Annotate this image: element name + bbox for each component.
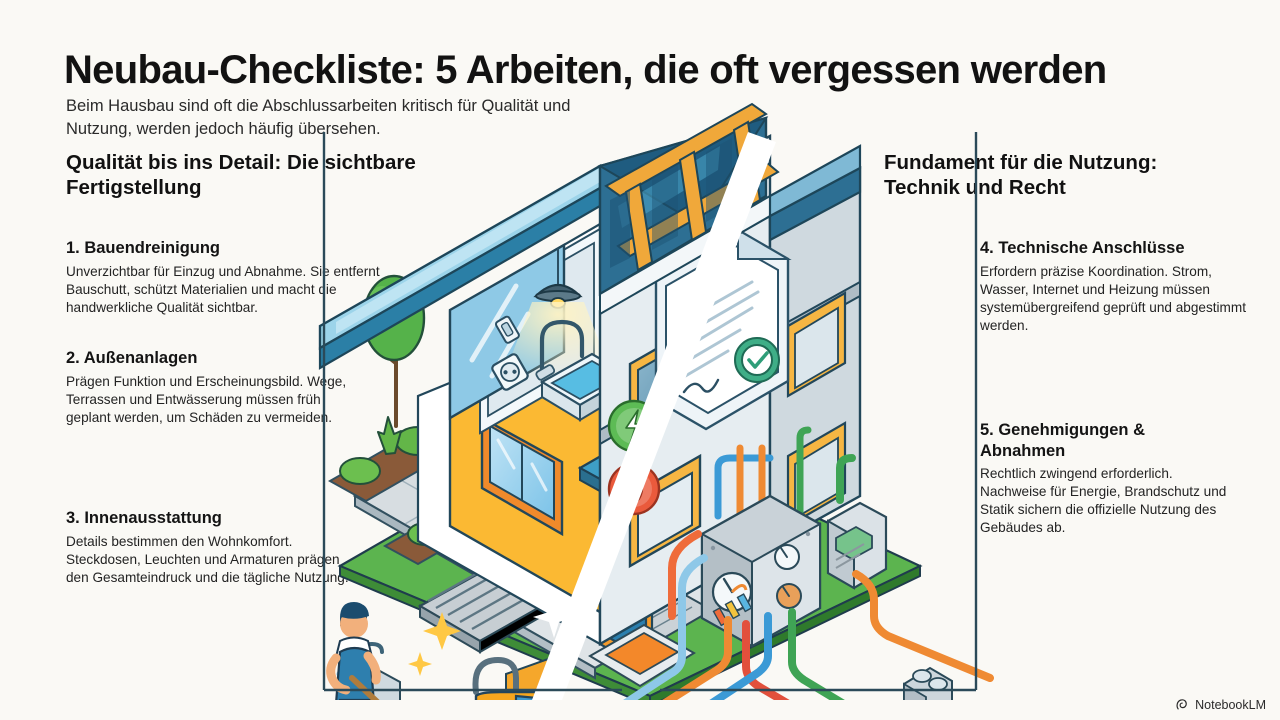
junction-box [903, 666, 953, 700]
checklist-item-3-body: Details bestimmen den Wohnkomfort. Steck… [66, 533, 349, 585]
left-column-heading: Qualität bis ins Detail: Die sichtbare F… [66, 151, 416, 200]
notebooklm-label: NotebookLM [1195, 697, 1266, 712]
page-title: Neubau-Checkliste: 5 Arbeiten, die oft v… [64, 47, 1107, 92]
building-services [336, 426, 994, 700]
facade-window [480, 415, 564, 537]
pressure-gauges [711, 544, 802, 613]
illustration-frame [322, 132, 978, 692]
checklist-item-1: 1. Bauendreinigung Unverzichtbar für Ein… [66, 238, 386, 317]
checklist-item-3: 3. Innenausstattung Details bestimmen de… [66, 508, 366, 587]
panel-indicators [712, 593, 753, 627]
meter-box [826, 501, 888, 590]
sparkles-gold [408, 612, 461, 676]
checklist-item-3-title: 3. Innenausstattung [66, 509, 222, 527]
page-subtitle: Beim Hausbau sind oft die Abschlussarbei… [66, 96, 571, 138]
diagonal-divider [532, 132, 776, 700]
checklist-item-2-title: 2. Außenanlagen [66, 349, 198, 367]
house-illustration [300, 96, 1000, 700]
checklist-item-2-body: Prägen Funktion und Erscheinungsbild. We… [66, 373, 347, 425]
shell-window-c [786, 291, 847, 398]
notebooklm-logo-icon [1176, 699, 1187, 710]
checklist-item-4-title: 4. Technische Anschlüsse [980, 239, 1185, 257]
power-socket [491, 353, 529, 391]
checklist-item-4-body: Erfordern präzise Koordination. Strom, W… [980, 263, 1246, 333]
checklist-item-2: 2. Außenanlagen Prägen Funktion und Ersc… [66, 348, 356, 427]
light-switch [495, 315, 520, 344]
shell-window-b [628, 453, 702, 569]
checklist-item-4: 4. Technische Anschlüsse Erfordern präzi… [980, 238, 1250, 335]
checklist-item-1-title: 1. Bauendreinigung [66, 239, 221, 257]
checklist-item-1-body: Unverzichtbar für Einzug und Abnahme. Si… [66, 263, 380, 315]
checklist-item-5-body: Rechtlich zwingend erforderlich. Nachwei… [980, 466, 1227, 536]
checklist-item-5: 5. Genehmigungen & Abnahmen Rechtlich zw… [980, 420, 1230, 538]
notebooklm-watermark: NotebookLM [1175, 697, 1266, 712]
roof-right-truss [599, 102, 862, 316]
checklist-item-5-title: 5. Genehmigungen & Abnahmen [980, 421, 1146, 460]
approval-seal [734, 337, 780, 383]
